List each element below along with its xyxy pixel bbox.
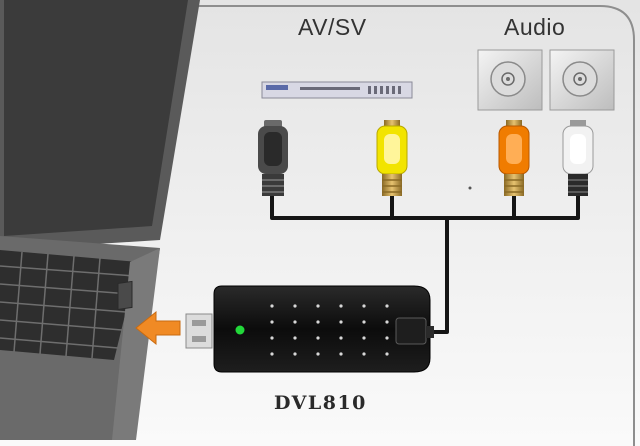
panel-border bbox=[0, 5, 635, 446]
plug-svideo bbox=[258, 120, 288, 196]
device-body bbox=[213, 285, 431, 373]
laptop-screen bbox=[4, 0, 188, 236]
speaker-icon bbox=[549, 49, 615, 111]
cable-trunk bbox=[432, 218, 449, 334]
speaker-icon bbox=[477, 49, 543, 111]
plug-audio-right bbox=[498, 120, 530, 196]
laptop bbox=[0, 0, 200, 440]
device-model-label: DVL810 bbox=[274, 392, 367, 414]
usb-capture-device bbox=[185, 285, 434, 373]
plug-video bbox=[376, 120, 408, 196]
laptop-side-edge bbox=[112, 248, 160, 440]
usb-connector bbox=[185, 313, 213, 349]
dvd-player-icon bbox=[261, 81, 413, 99]
laptop-keys bbox=[0, 251, 135, 359]
laptop-usb-port bbox=[117, 280, 133, 310]
status-led bbox=[235, 325, 245, 335]
device-strain-relief bbox=[395, 317, 427, 345]
arrow-left-icon bbox=[135, 310, 181, 346]
cable-audio-left bbox=[447, 196, 580, 220]
plug-audio-left bbox=[562, 120, 594, 196]
ventilation-grid bbox=[270, 304, 389, 356]
video-inputs-label: AV/SV bbox=[298, 14, 367, 40]
laptop-keyboard bbox=[0, 250, 138, 360]
cable-dot bbox=[468, 186, 472, 190]
cable-svideo bbox=[270, 196, 447, 220]
audio-inputs-label: Audio bbox=[504, 14, 566, 40]
cable-harness bbox=[270, 196, 580, 334]
